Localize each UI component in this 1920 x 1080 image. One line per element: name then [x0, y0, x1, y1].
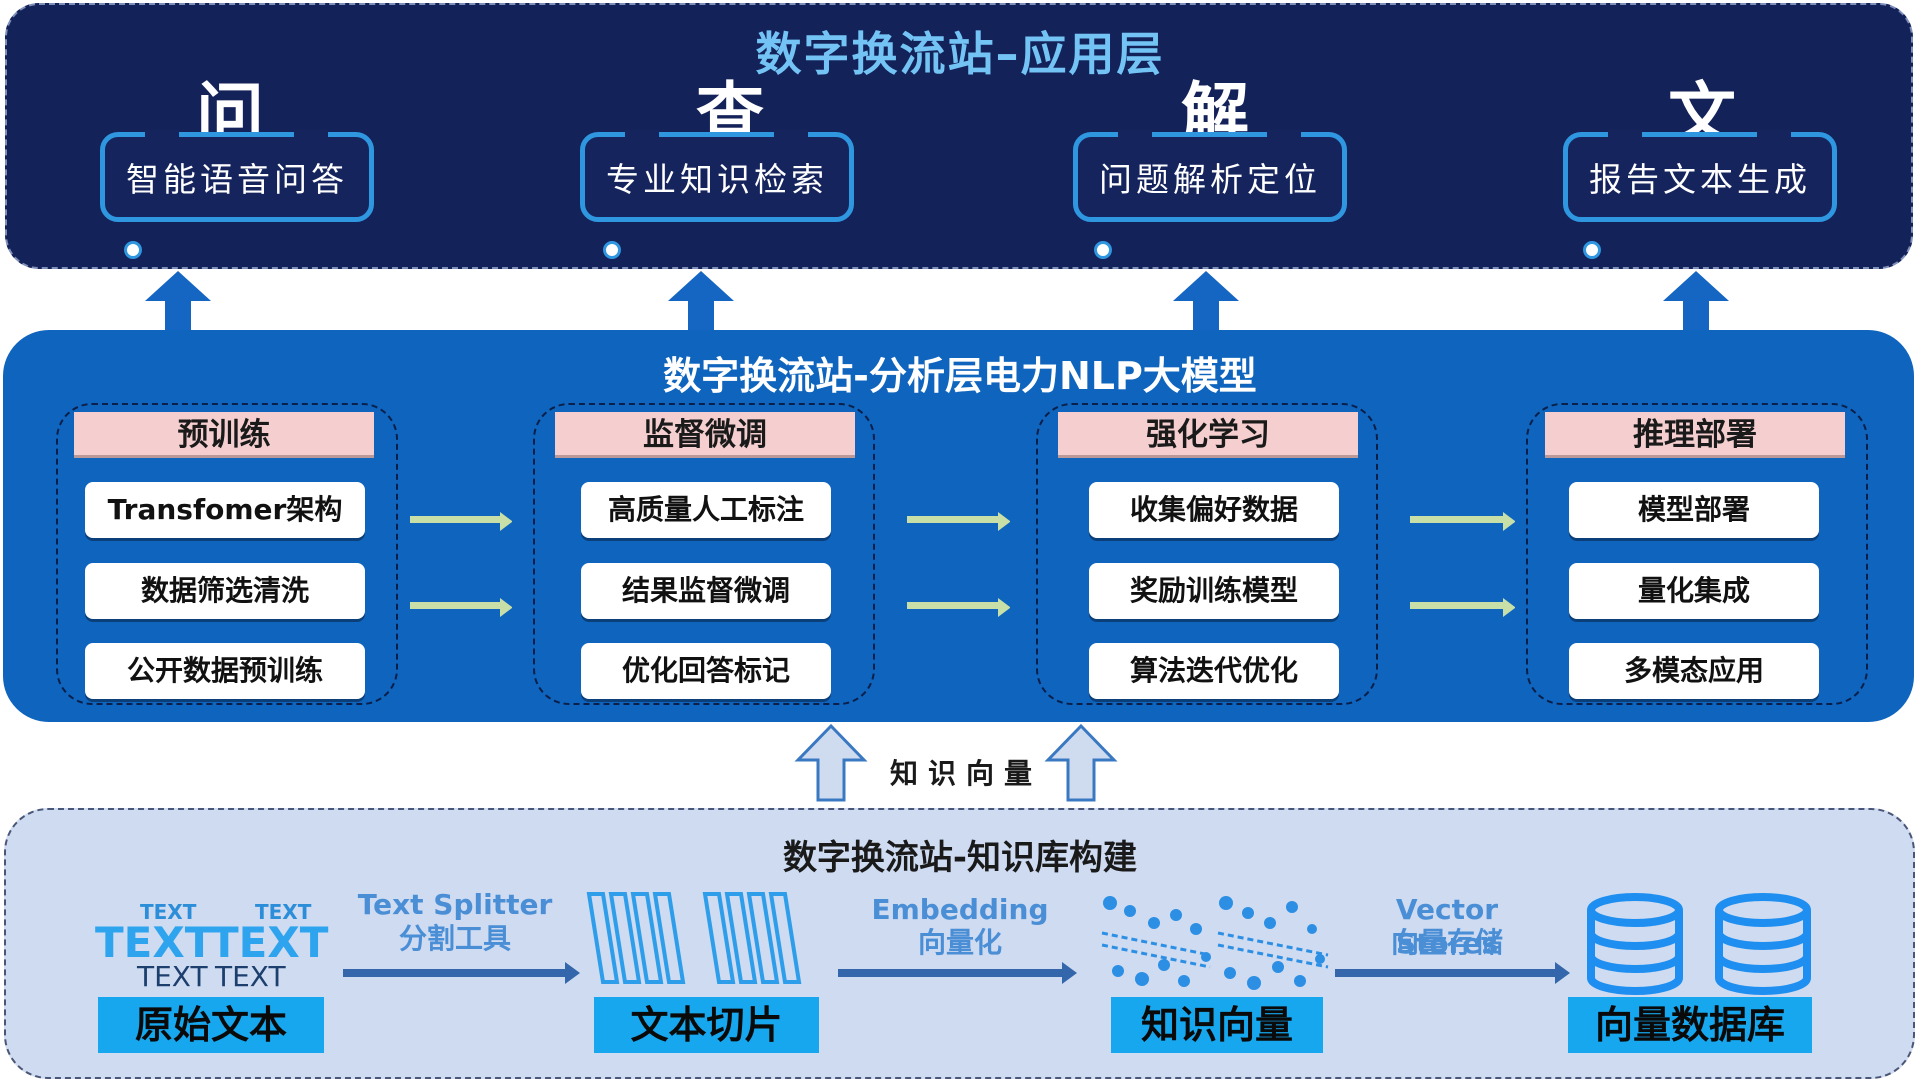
- stage-knowledge-vector: 知识向量: [1111, 997, 1323, 1053]
- green-flow-arrows: [410, 512, 1515, 617]
- app-box-notch: [1608, 130, 1642, 140]
- knowledge-base-title: 数字换流站-知识库构建: [782, 838, 1138, 878]
- green-arrow-icon: [907, 512, 1010, 531]
- flow-arrow-icon: [838, 962, 1077, 984]
- green-arrow-icon: [410, 512, 512, 531]
- item-multimodal[interactable]: 多模态应用: [1569, 643, 1819, 699]
- knowledge-vector-label: 知识向量: [889, 757, 1042, 790]
- item-answer-marking[interactable]: 优化回答标记: [581, 643, 831, 699]
- group-reinforcement: [1036, 403, 1378, 705]
- app-box-dot: [603, 241, 621, 259]
- app-box-dot: [1583, 241, 1601, 259]
- analysis-layer-title: 数字换流站-分析层电力NLP大模型: [663, 354, 1257, 398]
- app-label-report-gen: 报告文本生成: [1589, 160, 1811, 199]
- app-box-knowledge-search[interactable]: [580, 132, 854, 222]
- text-icon-medium: TEXT: [137, 960, 208, 993]
- green-arrow-icon: [1410, 598, 1515, 617]
- flow-label-embedding-zh: 向量化: [917, 926, 1002, 959]
- group-header-inference-deploy: 推理部署: [1545, 412, 1845, 458]
- up-outline-arrow-icon: [1044, 723, 1118, 802]
- flow-label-embedding-en: Embedding: [871, 893, 1049, 926]
- vector-dots-icon: [1101, 896, 1329, 990]
- flow-label-vector-stores-zh: 向量存储: [1390, 926, 1503, 959]
- app-box-dot: [1094, 241, 1112, 259]
- text-icon-small: TEXT: [140, 900, 197, 924]
- flow-label-text-splitter-zh: 分割工具: [398, 922, 511, 955]
- app-label-voice-qa: 智能语音问答: [126, 160, 348, 199]
- up-outline-arrow-icon: [794, 723, 868, 802]
- item-algorithm-iterate[interactable]: 算法迭代优化: [1089, 643, 1339, 699]
- app-label-problem-locate: 问题解析定位: [1099, 160, 1321, 199]
- app-box-notch: [145, 130, 179, 140]
- app-box-notch: [1757, 130, 1791, 140]
- stage-raw-text: 原始文本: [98, 997, 324, 1053]
- text-icon-large: TEXT: [95, 918, 214, 967]
- item-public-pretrain[interactable]: 公开数据预训练: [85, 643, 365, 699]
- flow-label-text-splitter-en: Text Splitter: [357, 888, 553, 921]
- group-pretrain: [56, 403, 398, 705]
- document-slices-icon: [586, 892, 802, 984]
- item-result-finetune[interactable]: 结果监督微调: [581, 563, 831, 619]
- app-box-problem-locate[interactable]: [1073, 132, 1347, 222]
- item-manual-annotation[interactable]: 高质量人工标注: [581, 482, 831, 538]
- app-box-notch: [1118, 130, 1152, 140]
- app-label-knowledge-search: 专业知识检索: [606, 160, 828, 199]
- group-header-pretrain: 预训练: [74, 412, 374, 458]
- group-header-supervised-finetune: 监督微调: [555, 412, 855, 458]
- up-arrow-icon: [1663, 271, 1729, 331]
- database-icon: [1587, 893, 1811, 995]
- up-arrow-icon: [668, 271, 734, 331]
- green-arrow-icon: [410, 598, 512, 617]
- up-arrow-icon: [145, 271, 211, 331]
- app-box-report-gen[interactable]: [1563, 132, 1837, 222]
- item-preference-data[interactable]: 收集偏好数据: [1089, 482, 1339, 538]
- text-icon-small: TEXT: [255, 900, 312, 924]
- item-model-deploy[interactable]: 模型部署: [1569, 482, 1819, 538]
- flow-arrow-icon: [343, 962, 580, 984]
- up-arrow-icon: [1173, 271, 1239, 331]
- up-arrows: [145, 271, 1729, 331]
- item-quantization[interactable]: 量化集成: [1569, 563, 1819, 619]
- application-layer-title: 数字换流站–应用层: [755, 27, 1165, 81]
- app-box-notch: [625, 130, 659, 140]
- stage-vector-database: 向量数据库: [1568, 997, 1812, 1053]
- item-reward-model[interactable]: 奖励训练模型: [1089, 563, 1339, 619]
- green-arrow-icon: [1410, 512, 1515, 531]
- stage-text-slices: 文本切片: [594, 997, 819, 1053]
- flow-label-vector-stores-en: Vector Stores: [1395, 893, 1499, 960]
- app-box-notch: [774, 130, 808, 140]
- knowledge-vector-arrows: [794, 723, 1118, 802]
- group-supervised-finetune: [533, 403, 875, 705]
- app-box-notch: [1267, 130, 1301, 140]
- group-inference-deploy: [1526, 403, 1868, 705]
- app-box-dot: [124, 241, 142, 259]
- text-document-icon: TEXT TEXT TEXT TEXT TEXT TEXT: [95, 900, 329, 993]
- green-arrow-icon: [907, 598, 1010, 617]
- app-box-notch: [294, 130, 328, 140]
- app-box-voice-qa[interactable]: [100, 132, 374, 222]
- item-transformer[interactable]: Transfomer架构: [85, 482, 365, 538]
- text-icon-large: TEXT: [210, 918, 329, 967]
- group-header-reinforcement: 强化学习: [1058, 412, 1358, 458]
- kb-flow-arrows: [343, 962, 1570, 984]
- text-icon-medium: TEXT: [215, 960, 286, 993]
- flow-arrow-icon: [1335, 962, 1570, 984]
- item-data-cleaning[interactable]: 数据筛选清洗: [85, 563, 365, 619]
